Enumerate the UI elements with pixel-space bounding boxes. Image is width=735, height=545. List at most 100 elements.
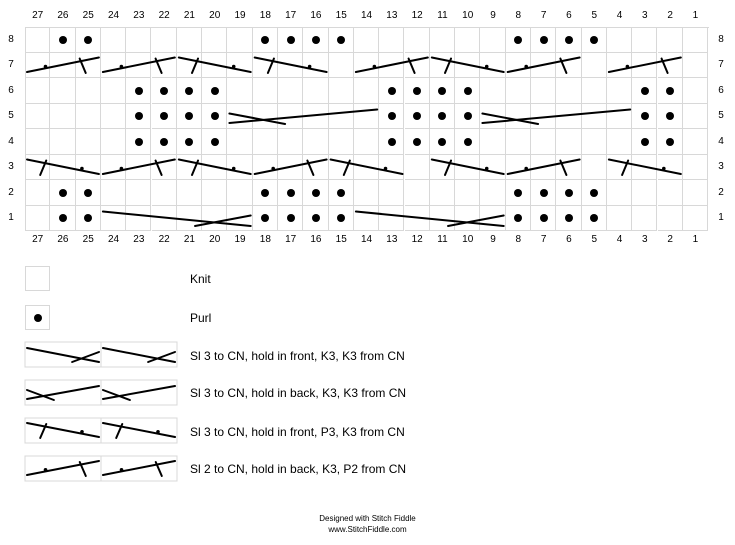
column-number: 20 <box>209 234 221 245</box>
purl-cross-front-dot <box>383 166 388 171</box>
purl-cross-back-long-stroke <box>26 460 100 476</box>
chart-cell <box>202 103 228 129</box>
purl-cross-back-dot <box>43 467 48 472</box>
purl-dot-icon <box>438 112 447 121</box>
column-number: 24 <box>107 234 120 245</box>
column-number: 1 <box>692 10 699 21</box>
purl-cross-front-dot <box>484 64 489 69</box>
chart-cell <box>227 27 253 53</box>
row-number: 7 <box>8 59 14 71</box>
chart-cell <box>176 78 203 104</box>
purl-dot-icon <box>640 86 649 95</box>
purl-dot-icon <box>463 86 472 95</box>
chart-cell <box>505 180 531 206</box>
chart-cell <box>556 154 582 180</box>
chart-cell <box>657 103 683 129</box>
chart-cell <box>176 205 203 231</box>
purl-cross-front-long-stroke <box>177 56 252 73</box>
chart-cell <box>100 205 127 231</box>
chart-cell <box>278 180 304 206</box>
column-number: 13 <box>386 10 398 21</box>
chart-cell <box>227 103 253 129</box>
chart-cell <box>252 78 278 104</box>
chart-cell <box>202 154 228 180</box>
row-number: 1 <box>8 212 14 224</box>
row-number: 3 <box>718 161 724 173</box>
chart-cell <box>379 78 405 104</box>
chart-cell <box>404 27 430 53</box>
chart-cell <box>682 180 709 206</box>
chart-cell <box>328 180 354 206</box>
chart-cell <box>278 205 304 231</box>
column-number: 9 <box>490 10 496 21</box>
chart-cell <box>556 78 582 104</box>
purl-cross-front-short-stroke <box>190 57 200 74</box>
chart-cell <box>126 27 152 53</box>
chart-cell <box>556 205 582 231</box>
purl-cross-back-short-stroke <box>154 159 163 176</box>
column-number: 23 <box>133 234 145 245</box>
purl-cross-front-dot <box>307 64 312 69</box>
purl-cross-front-short-stroke <box>190 159 200 176</box>
legend-cable-back-label: Sl 3 to CN, hold in back, K3, K3 from CN <box>190 386 407 400</box>
purl-cross-front-short-stroke <box>39 159 48 176</box>
chart-cell <box>505 103 531 129</box>
purl-dot-icon <box>413 137 422 146</box>
purl-cross-back-long-stroke <box>26 56 100 73</box>
purl-cross-back-dot <box>119 467 124 472</box>
purl-cross-back-dot <box>43 64 48 69</box>
column-number: 9 <box>490 234 496 245</box>
chart-cell <box>531 129 557 155</box>
row-number: 7 <box>718 59 724 71</box>
column-number: 3 <box>642 234 648 245</box>
chart-cell <box>328 129 354 155</box>
chart-cell <box>50 103 76 129</box>
chart-cell <box>657 52 683 78</box>
purl-cross-back-long-stroke <box>506 56 581 73</box>
chart-cell <box>632 27 658 53</box>
chart-cell <box>404 154 430 180</box>
column-number: 7 <box>540 234 547 245</box>
chart-cell <box>303 180 329 206</box>
purl-cross-back-dot <box>625 64 630 69</box>
chart-cell <box>429 78 456 104</box>
row-number: 6 <box>8 84 14 96</box>
legend-purl-swatch <box>25 305 50 330</box>
column-number: 5 <box>591 10 598 21</box>
purl-dot-icon <box>286 214 295 223</box>
purl-cross-front-dot <box>662 166 666 171</box>
cable-front-short-stroke <box>147 351 176 363</box>
column-number: 11 <box>437 234 448 245</box>
purl-dot-icon <box>134 112 143 121</box>
purl-dot-icon <box>514 214 523 223</box>
purl-cross-back-short-stroke <box>78 57 87 74</box>
chart-cell <box>429 154 456 180</box>
purl-cross-front-short-stroke <box>39 423 48 439</box>
chart-cell <box>632 205 658 231</box>
purl-cross-front-short-stroke <box>621 159 630 176</box>
chart-cell <box>303 205 329 231</box>
chart-cell <box>328 78 354 104</box>
column-number: 25 <box>82 10 94 21</box>
purl-dot-icon <box>640 112 649 121</box>
purl-dot-icon <box>84 188 93 197</box>
legend-purl-cross-back-label: Sl 2 to CN, hold in back, K3, P2 from CN <box>190 462 407 476</box>
chart-cell <box>455 52 481 78</box>
column-number: 26 <box>57 10 69 21</box>
chart-cell <box>606 180 633 206</box>
purl-cross-back-long-stroke <box>101 56 176 73</box>
purl-cross-front-long-stroke <box>26 158 100 175</box>
column-number: 25 <box>82 234 94 245</box>
column-number: 4 <box>616 234 623 245</box>
purl-dot-icon <box>160 137 169 146</box>
column-number: 1 <box>692 234 699 245</box>
chart-cell <box>404 180 430 206</box>
chart-cell <box>176 52 203 78</box>
chart-cell <box>25 103 51 129</box>
chart-cell <box>556 180 582 206</box>
row-number: 2 <box>8 186 14 198</box>
chart-cell <box>328 52 354 78</box>
chart-cell <box>227 129 253 155</box>
purl-cross-back-long-stroke <box>354 56 429 73</box>
chart-cell <box>682 103 709 129</box>
